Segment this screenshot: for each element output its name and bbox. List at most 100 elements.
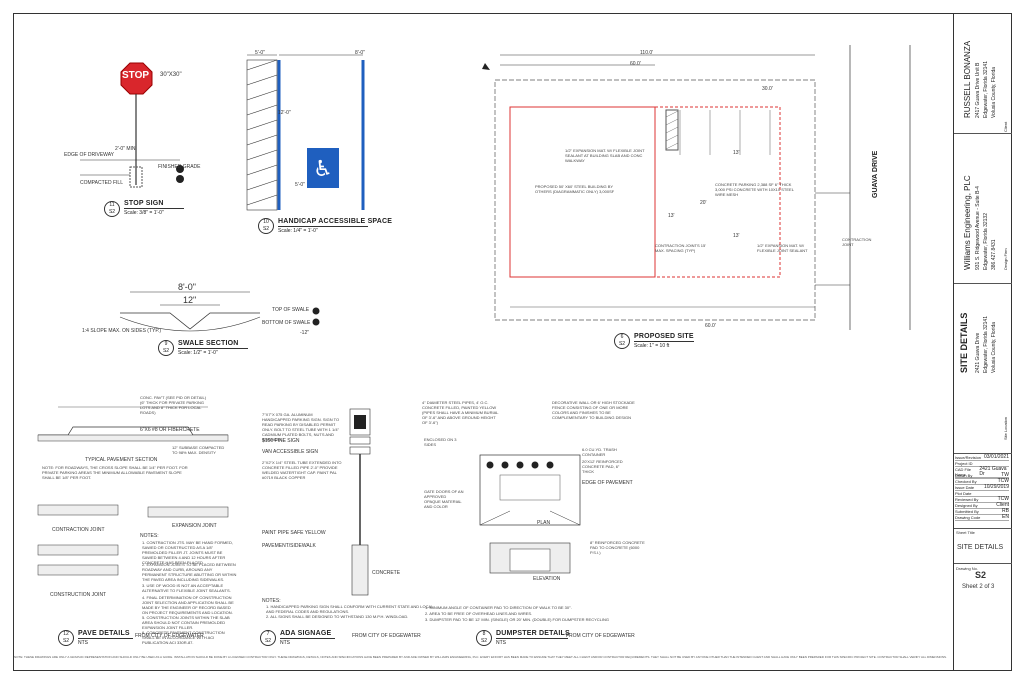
site-dim-2: 20' xyxy=(700,200,707,206)
tb-firm-phone: 386.427.8431 xyxy=(991,239,997,270)
pave-scale: NTS xyxy=(78,640,88,646)
swale-elev: -12" xyxy=(300,330,310,336)
tb-field-key: Drawing Code xyxy=(955,515,981,520)
tb-divider xyxy=(954,283,1012,284)
pave-num: 12 xyxy=(63,631,69,637)
pave-notes-label: NOTES: xyxy=(140,533,159,539)
tb-field-key: Reviewed By xyxy=(955,497,979,502)
ada-notes-label: NOTES: xyxy=(262,598,281,604)
site-contraction-joint: CONTRACTION JOINT xyxy=(842,237,872,247)
ada-scale: NTS xyxy=(280,640,290,646)
dump-cont: 6.0 CU.YD. TRASH CONTAINER xyxy=(582,447,617,457)
stop-sign-title: STOP SIGN xyxy=(124,200,164,207)
ada-pavement: PAVEMENT/SIDEWALK xyxy=(262,543,316,549)
tb-field-value: 10/29/2019 xyxy=(983,484,1009,490)
tb-divider xyxy=(954,453,1012,454)
pave-source: FROM CITY OF EDGEWATER xyxy=(135,633,204,639)
stop-edge-label: EDGE OF DRIVEWAY xyxy=(64,152,115,158)
tb-designer-label: Design Firm xyxy=(1003,248,1008,270)
swale-bottom: BOTTOM OF SWALE xyxy=(262,320,311,326)
site-sheet: S2 xyxy=(618,341,626,347)
tb-sheet-of: Sheet 2 of 3 xyxy=(962,584,995,590)
ada-signage xyxy=(349,408,371,596)
swale-scale: Scale: 1/2" = 1'-0" xyxy=(178,350,218,356)
pave-n2: 2. EXPANSION JOINTS TO BE PLACED BETWEEN… xyxy=(142,562,237,582)
pave-n3: 3. USE OF WOOD IS NOT AN ACCEPTABLE ALTE… xyxy=(142,583,231,593)
tb-client-addr1: 2417 Guava Drive Unit B xyxy=(975,62,981,118)
dump-edge: EDGE OF PAVEMENT xyxy=(582,480,633,486)
dump-pad: 20'X12' REINFORCED CONCRETE PAD, 6" THIC… xyxy=(582,459,623,474)
ada-post: 2"X2"X 1/4" STEEL TUBE EXTENDED INTO CON… xyxy=(262,460,342,480)
site-plan xyxy=(482,45,911,330)
tb-divider xyxy=(954,133,1012,134)
tb-firm-name: Williams Engineering, PLC xyxy=(963,175,972,270)
dump-source: FROM CITY OF EDGEWATER xyxy=(566,633,635,639)
tb-client-label: Client xyxy=(1003,121,1008,132)
stop-underline xyxy=(124,208,184,209)
tb-field-key: Project ID xyxy=(955,461,973,466)
ada-num: 7 xyxy=(266,631,270,637)
tb-field-row: Project ID xyxy=(955,461,1009,467)
dump-num: 8 xyxy=(482,631,486,637)
site-dim-bottom: 60.0' xyxy=(705,323,716,329)
tb-field-value: RB xyxy=(1002,508,1009,514)
stop-num: 11 xyxy=(109,202,115,208)
swale-title: SWALE SECTION xyxy=(178,340,239,347)
ada-paint: PAINT PIPE SAFE YELLOW xyxy=(262,530,326,536)
ada-sheet: S2 xyxy=(264,638,272,644)
ada-sign-note: 7"X7"X 075 GA. ALUMINUM HANDICAPPED PARK… xyxy=(262,412,340,442)
tb-divider xyxy=(954,563,1012,564)
pave-title: PAVE DETAILS xyxy=(78,630,130,637)
site-contraction-label: CONTRACTION JOINTS 15' MAX. SPACING (TYP… xyxy=(655,243,706,253)
swale-detail xyxy=(119,291,320,332)
tb-field-value: TW xyxy=(1001,472,1009,478)
swale-top: TOP OF SWALE xyxy=(272,307,310,313)
drawing-sheet xyxy=(13,13,1012,671)
dumpster-detail xyxy=(479,454,581,574)
site-num: 6 xyxy=(620,334,624,340)
site-dim-a: 60.0' xyxy=(630,61,641,67)
site-dim-3: 13' xyxy=(733,233,740,239)
hc-num: 10 xyxy=(263,219,269,225)
swale-dim-top: 8'-0" xyxy=(178,282,196,292)
stop-sign-detail xyxy=(80,62,184,188)
hc-dim-left: 5'-0" xyxy=(255,50,265,56)
tb-firm-addr1: 931 S. Ridgewood Avenue - Suite B-4 xyxy=(975,186,981,270)
ada-n2: 2. ALL SIGNS SHALL BE DESIGNED TO WITHST… xyxy=(266,614,409,619)
tb-field-key: Drawn By xyxy=(955,473,973,478)
stop-compacted-label: COMPACTED FILL xyxy=(80,180,123,186)
site-title: PROPOSED SITE xyxy=(634,333,694,340)
pave-ejoint: EXPANSION JOINT xyxy=(172,523,217,529)
hc-dim-a: 12'-0" xyxy=(278,110,291,116)
tb-field-row: Reviewed By TCW xyxy=(955,497,1009,503)
site-scale: Scale: 1" = 10 ft xyxy=(634,343,670,349)
hc-dim-right: 8'-0" xyxy=(355,50,365,56)
site-dim-total: 110.0' xyxy=(640,50,654,56)
handicap-detail: ♿ xyxy=(246,54,365,211)
tb-sheet-title-label: Sheet Title xyxy=(956,530,975,535)
dump-bollard: 4" DIAMETER STEEL PIPES, 4' O.C. CONCRET… xyxy=(422,400,499,425)
tb-field-key: Plot Date xyxy=(955,491,972,496)
site-underline xyxy=(634,341,694,342)
pave-detail xyxy=(37,406,229,576)
title-block xyxy=(953,13,1012,671)
tb-field-key: CAD File Name xyxy=(955,467,972,477)
tb-field-row: Plot Date xyxy=(955,491,1009,497)
pave-sub: 12" SUBBASE COMPACTED TO 98% MAX. DENSIT… xyxy=(172,445,225,455)
site-dim-4: 13' xyxy=(733,150,740,156)
tb-field-value: TCW xyxy=(997,496,1009,502)
site-dim-1: 13' xyxy=(668,213,675,219)
handicap-scale: Scale: 1/4" = 1'-0" xyxy=(278,228,318,234)
stop-sign-text: STOP xyxy=(122,70,150,81)
dump-n3: 3. DUMPSTER PAD TO BE 12' MIN. (SINGLE) … xyxy=(425,617,610,622)
tb-field-key: Designed By xyxy=(955,503,978,508)
tb-field-row: Drawn By TW xyxy=(955,473,1009,479)
tb-site1: 2421 Guava Drive xyxy=(975,332,981,373)
